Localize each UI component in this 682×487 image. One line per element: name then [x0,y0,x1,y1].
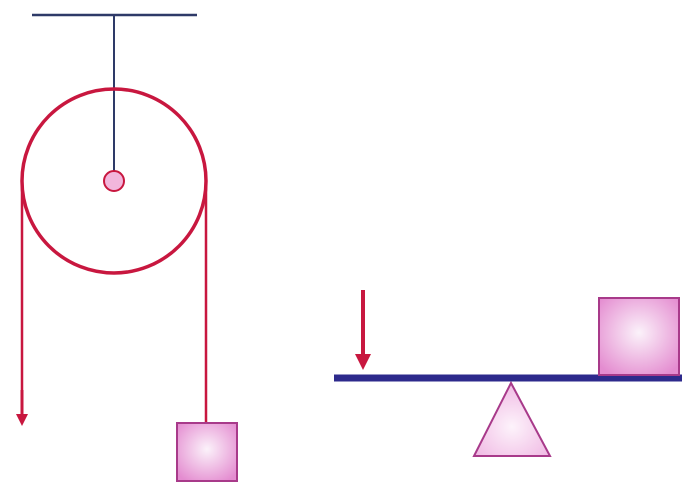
triangle-fulcrum-icon [472,380,552,457]
lever-panel [334,290,682,457]
weight-block-icon [176,422,238,482]
pulley-panel [15,13,238,482]
weight-block-icon [598,297,680,376]
axle-icon [103,170,125,192]
